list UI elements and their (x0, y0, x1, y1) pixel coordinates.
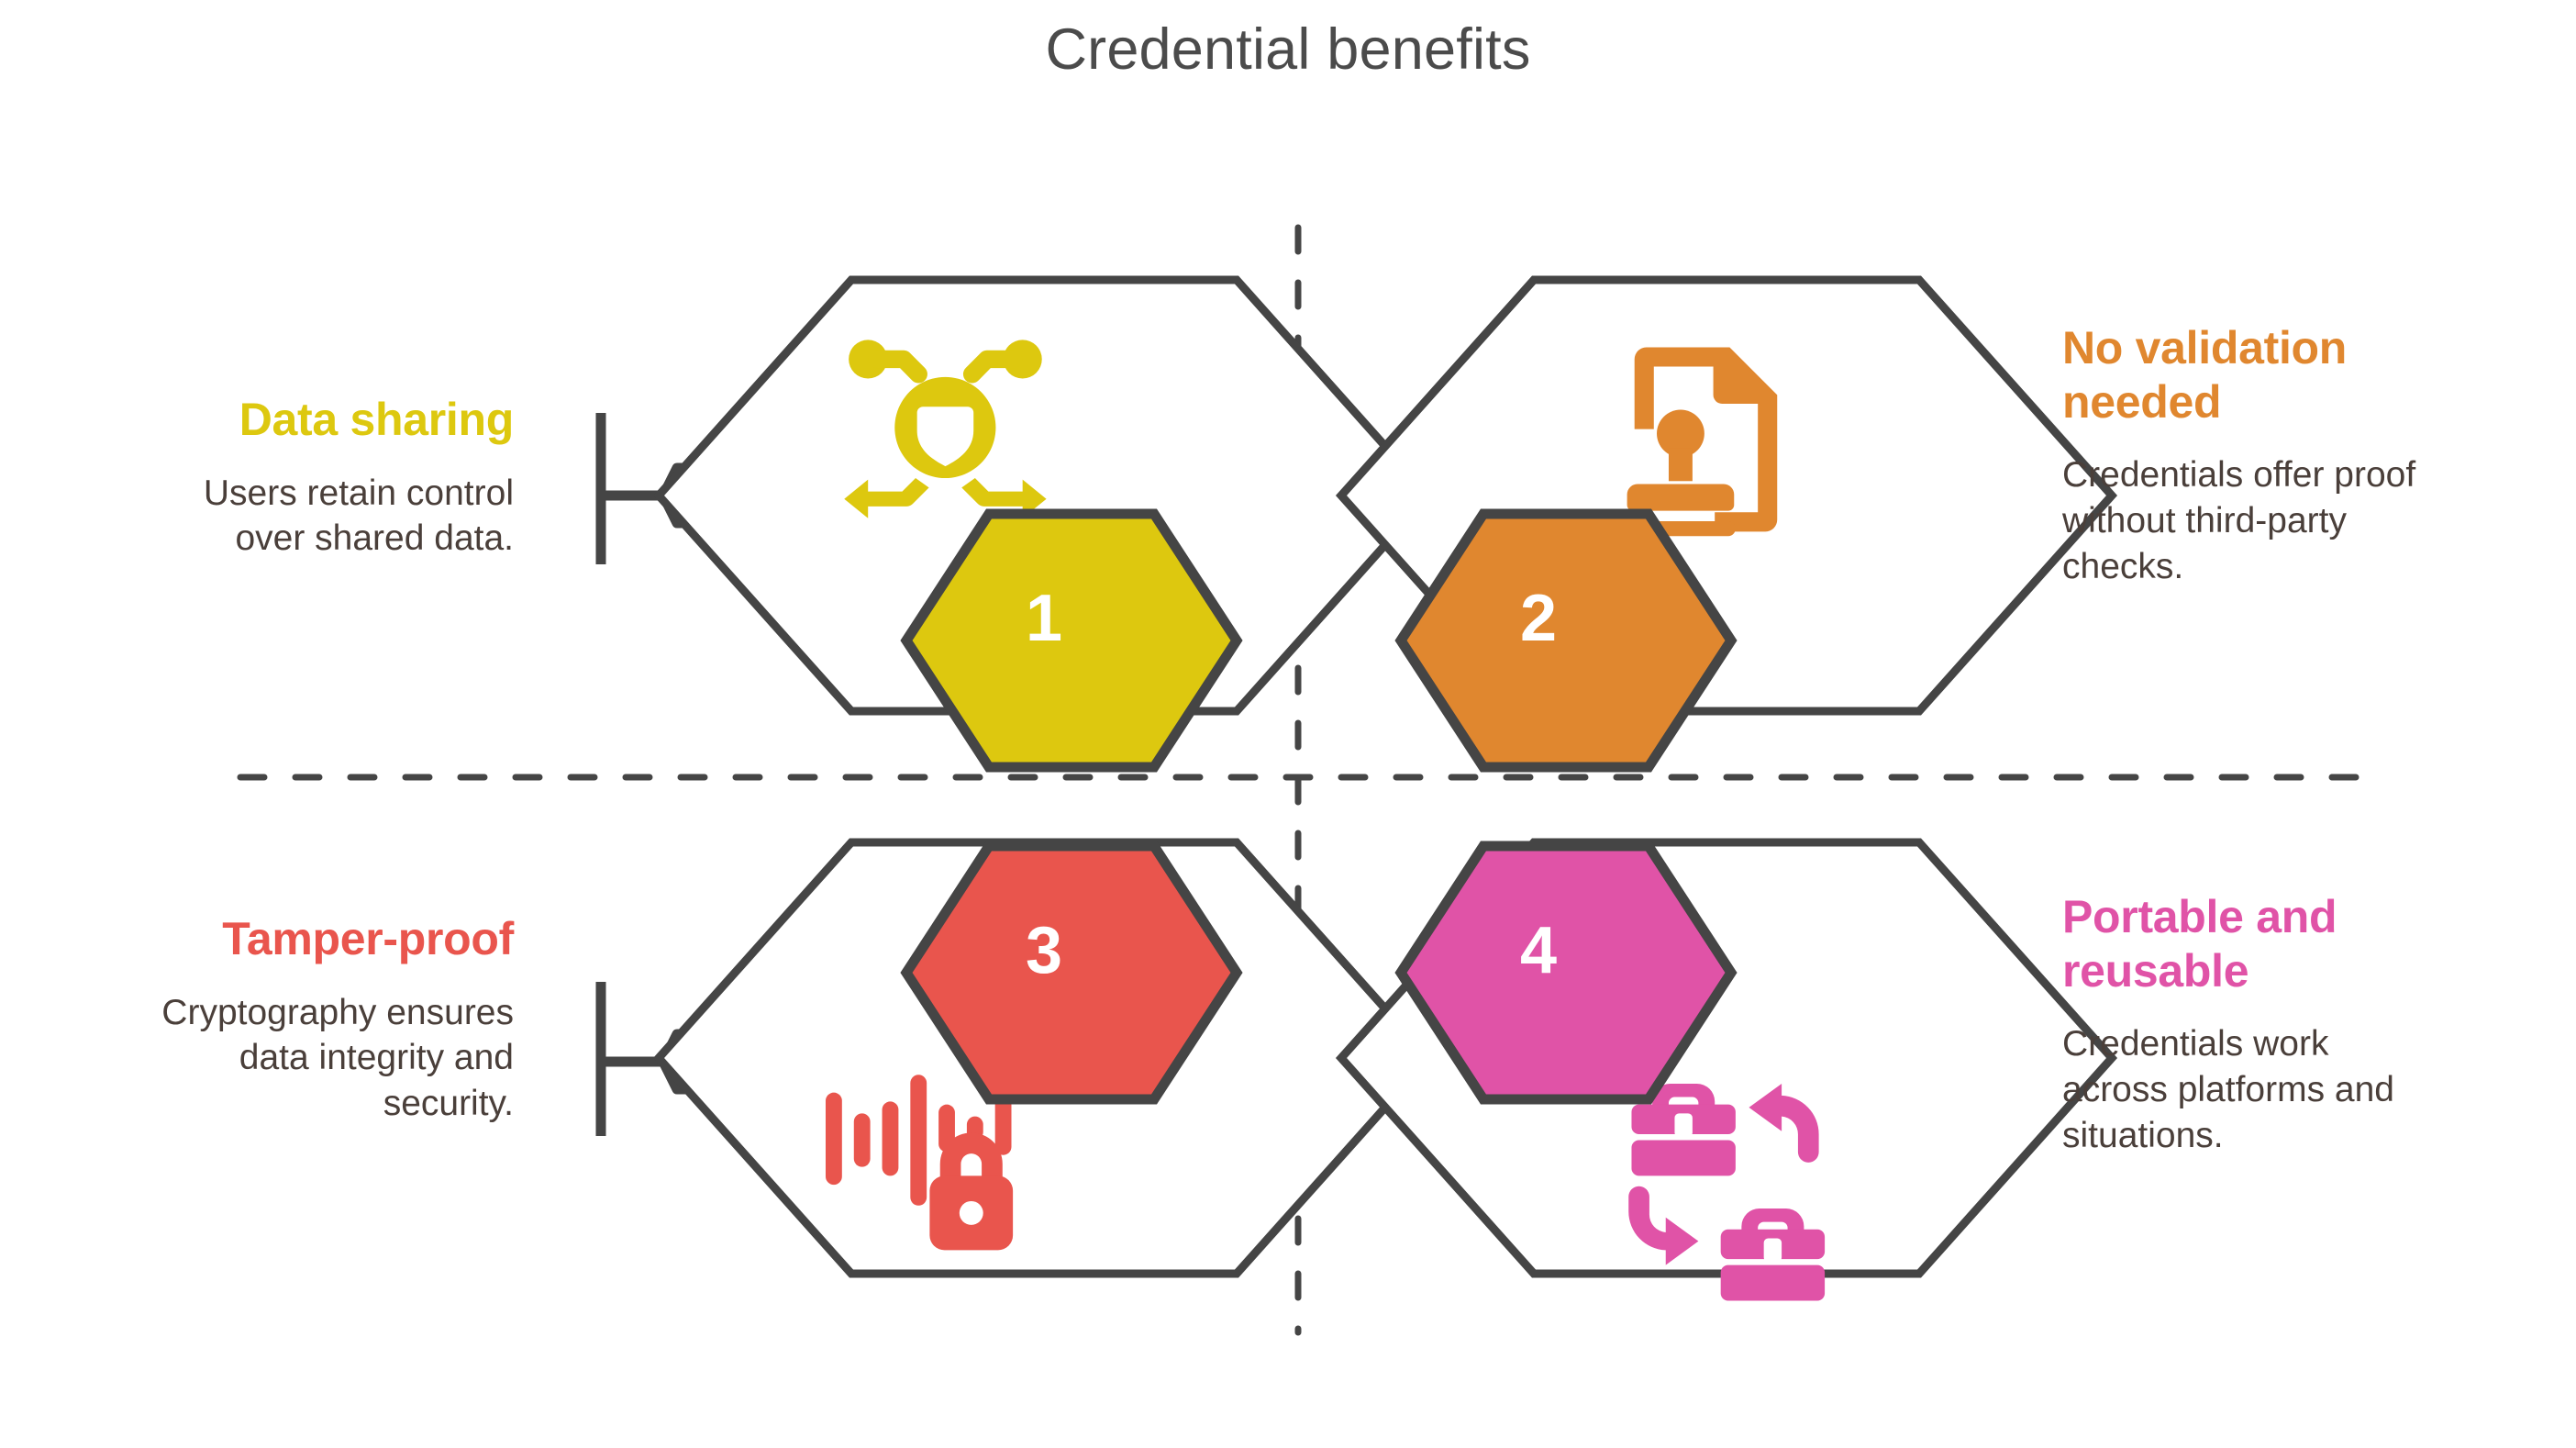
quadrant-4-number-hexagon[interactable] (1394, 841, 1738, 1105)
briefcase-exchange-icon (1628, 1083, 1826, 1301)
quadrant-2-number-label: 2 (1519, 582, 1558, 655)
quadrant-4-group[interactable] (1335, 838, 2118, 1301)
quadrant-1-number-hexagon[interactable] (900, 508, 1243, 773)
data-sharing-network-icon (844, 340, 1047, 518)
quadrant-3-number-hexagon[interactable] (900, 841, 1243, 1105)
quadrant-1-text-block: Data sharing Users retain control over s… (147, 393, 514, 562)
quadrant-3-text-block: Tamper-proof Cryptography ensures data i… (147, 912, 514, 1127)
quadrant-1-number-label: 1 (1025, 582, 1063, 655)
quadrant-3-description: Cryptography ensures data integrity and … (161, 992, 514, 1124)
quadrant-3-number-label: 3 (1025, 914, 1063, 987)
quadrant-2-heading: No validation needed (2062, 322, 2348, 428)
quadrant-2-description: Credentials offer proof without third-pa… (2062, 455, 2416, 586)
quadrant-1-description: Users retain control over shared data. (203, 473, 514, 559)
quadrant-4-text-block: Portable and reusable Credentials work a… (2062, 890, 2429, 1159)
quadrant-3-heading: Tamper-proof (222, 913, 514, 964)
waveform-lock-icon (826, 1075, 1014, 1251)
quadrant-4-heading: Portable and reusable (2062, 891, 2337, 997)
quadrant-2-text-block: No validation needed Credentials offer p… (2062, 321, 2429, 590)
quadrant-4-description: Credentials work across platforms and si… (2062, 1024, 2394, 1155)
quadrant-4-number-label: 4 (1519, 914, 1558, 987)
quadrant-1-outline-hexagon (652, 275, 1436, 716)
page-title: Credential benefits (1045, 17, 1531, 82)
quadrant-2-number-hexagon[interactable] (1394, 508, 1738, 773)
quadrant-1-heading: Data sharing (239, 394, 515, 445)
quadrant-1-group[interactable] (595, 275, 1436, 773)
quadrant-3-group[interactable] (595, 838, 1436, 1278)
quadrant-2-group[interactable] (1335, 275, 2118, 773)
